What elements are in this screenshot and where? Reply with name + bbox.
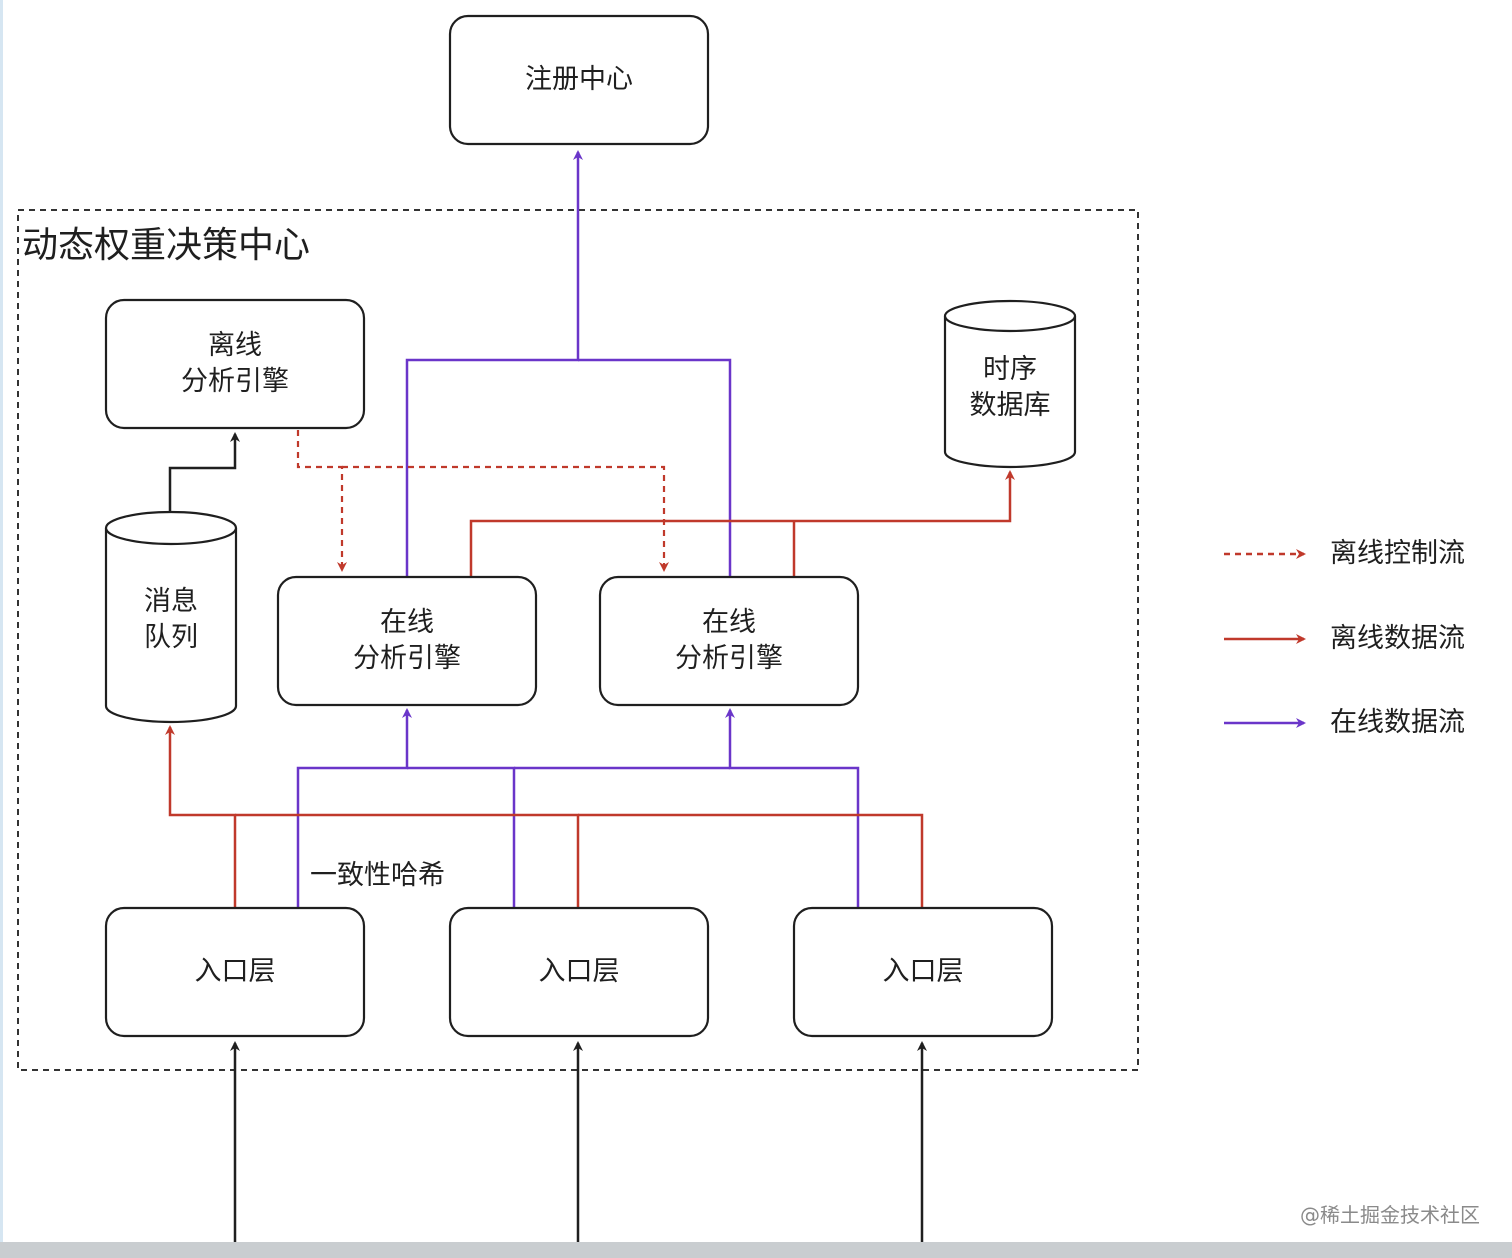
node-entry-1 — [104, 906, 366, 1038]
edge-offline-to-online1 — [296, 430, 347, 572]
watermark: @稀土掘金技术社区 — [1300, 1203, 1480, 1227]
edge-entry3-to-mq — [578, 813, 924, 908]
legend-offline-control-label: 离线控制流 — [1330, 538, 1465, 569]
node-online-engine-1 — [276, 575, 538, 707]
left-edge-strip — [0, 0, 3, 1258]
node-entry-3 — [792, 906, 1054, 1038]
node-online-engine-2 — [598, 575, 860, 707]
offline-control-edges — [296, 430, 669, 572]
edge-offline-to-online2 — [342, 465, 669, 572]
group-title: 动态权重决策中心 — [22, 225, 311, 266]
external-input-edges — [230, 1041, 927, 1242]
legend-online-data-label: 在线数据流 — [1330, 707, 1465, 738]
node-mq — [104, 510, 238, 724]
edge-entry1-to-mq — [165, 725, 237, 908]
bottom-strip — [0, 1242, 1512, 1258]
node-registry — [448, 14, 710, 146]
legend-offline-data-label: 离线数据流 — [1330, 623, 1465, 654]
edge-label-hash: 一致性哈希 — [308, 858, 447, 894]
edge-online2-to-registry — [578, 358, 732, 577]
edge-entry3-to-online2 — [725, 708, 860, 908]
edge-online1-to-registry — [405, 150, 583, 577]
legend — [1224, 549, 1306, 728]
edge-online1-to-tsdb — [469, 470, 1015, 577]
node-tsdb — [943, 299, 1077, 469]
online-data-edges — [296, 150, 860, 908]
node-entry-2 — [448, 906, 710, 1038]
edge-mq-to-offline — [168, 432, 240, 512]
node-offline-engine — [104, 298, 366, 430]
edge-entry1-to-online1 — [296, 708, 412, 908]
offline-data-edges — [165, 470, 1015, 908]
